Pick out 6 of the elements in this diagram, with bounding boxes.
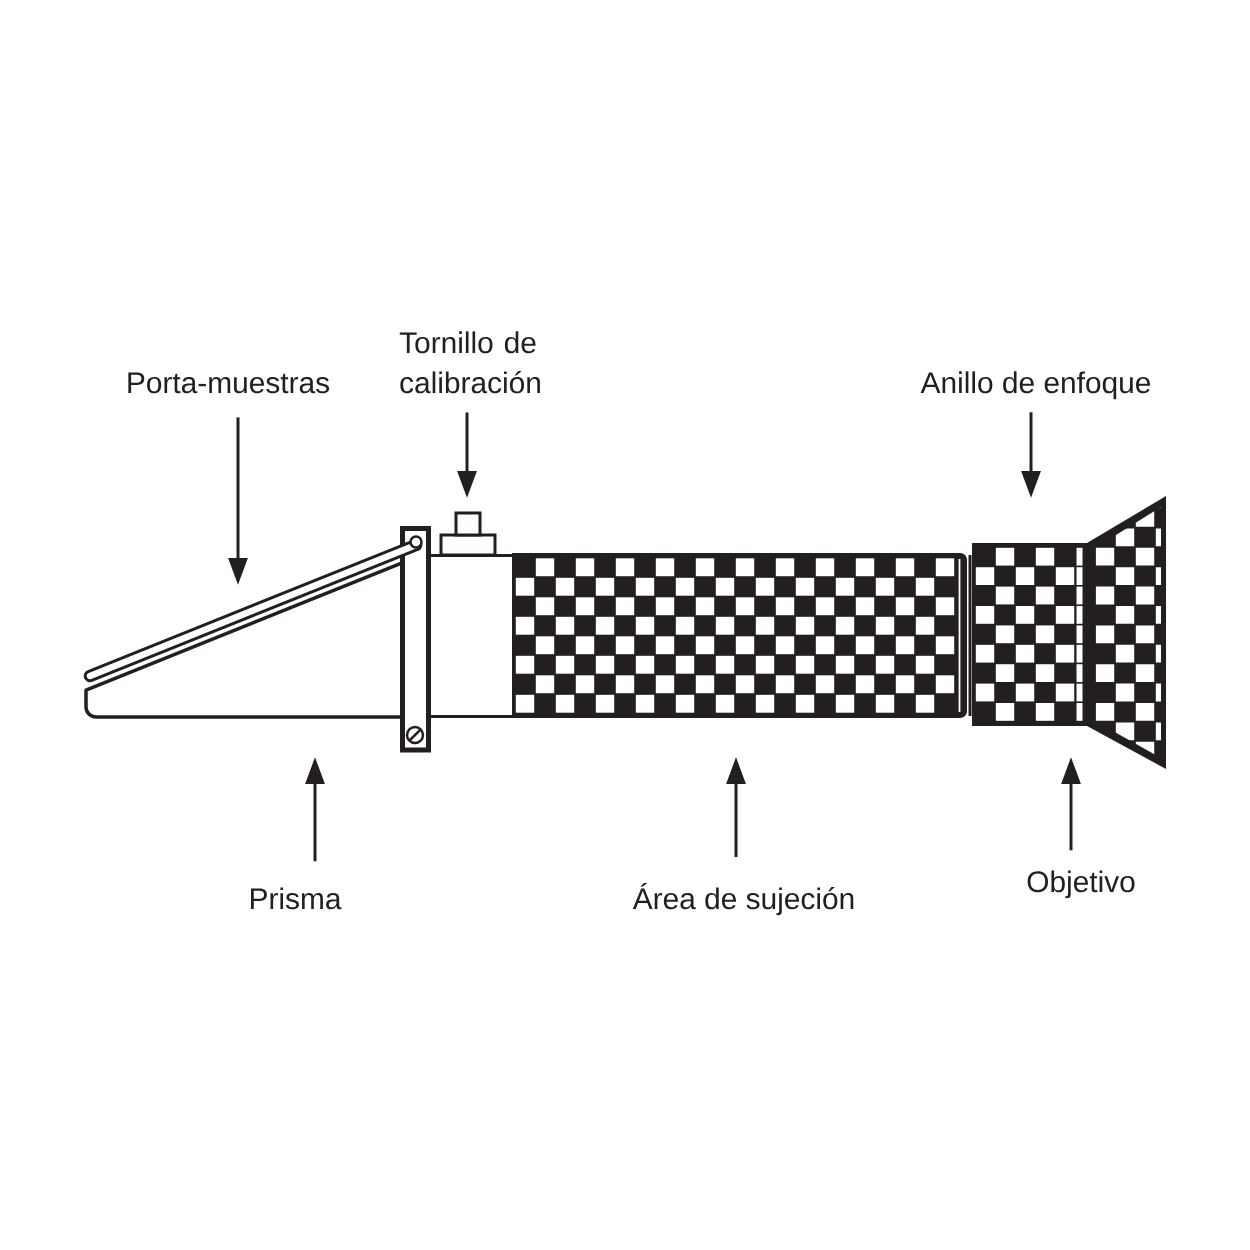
- part-label: Objetivo: [1027, 870, 1135, 899]
- part-label: Porta-muestras: [128, 372, 329, 394]
- part-label: Área de sujeción: [632, 883, 854, 916]
- part-label: Anillo de enfoque: [920, 371, 1151, 400]
- part-label: Tornillo de calibración: [399, 331, 540, 394]
- part-label: Prisma: [251, 887, 342, 910]
